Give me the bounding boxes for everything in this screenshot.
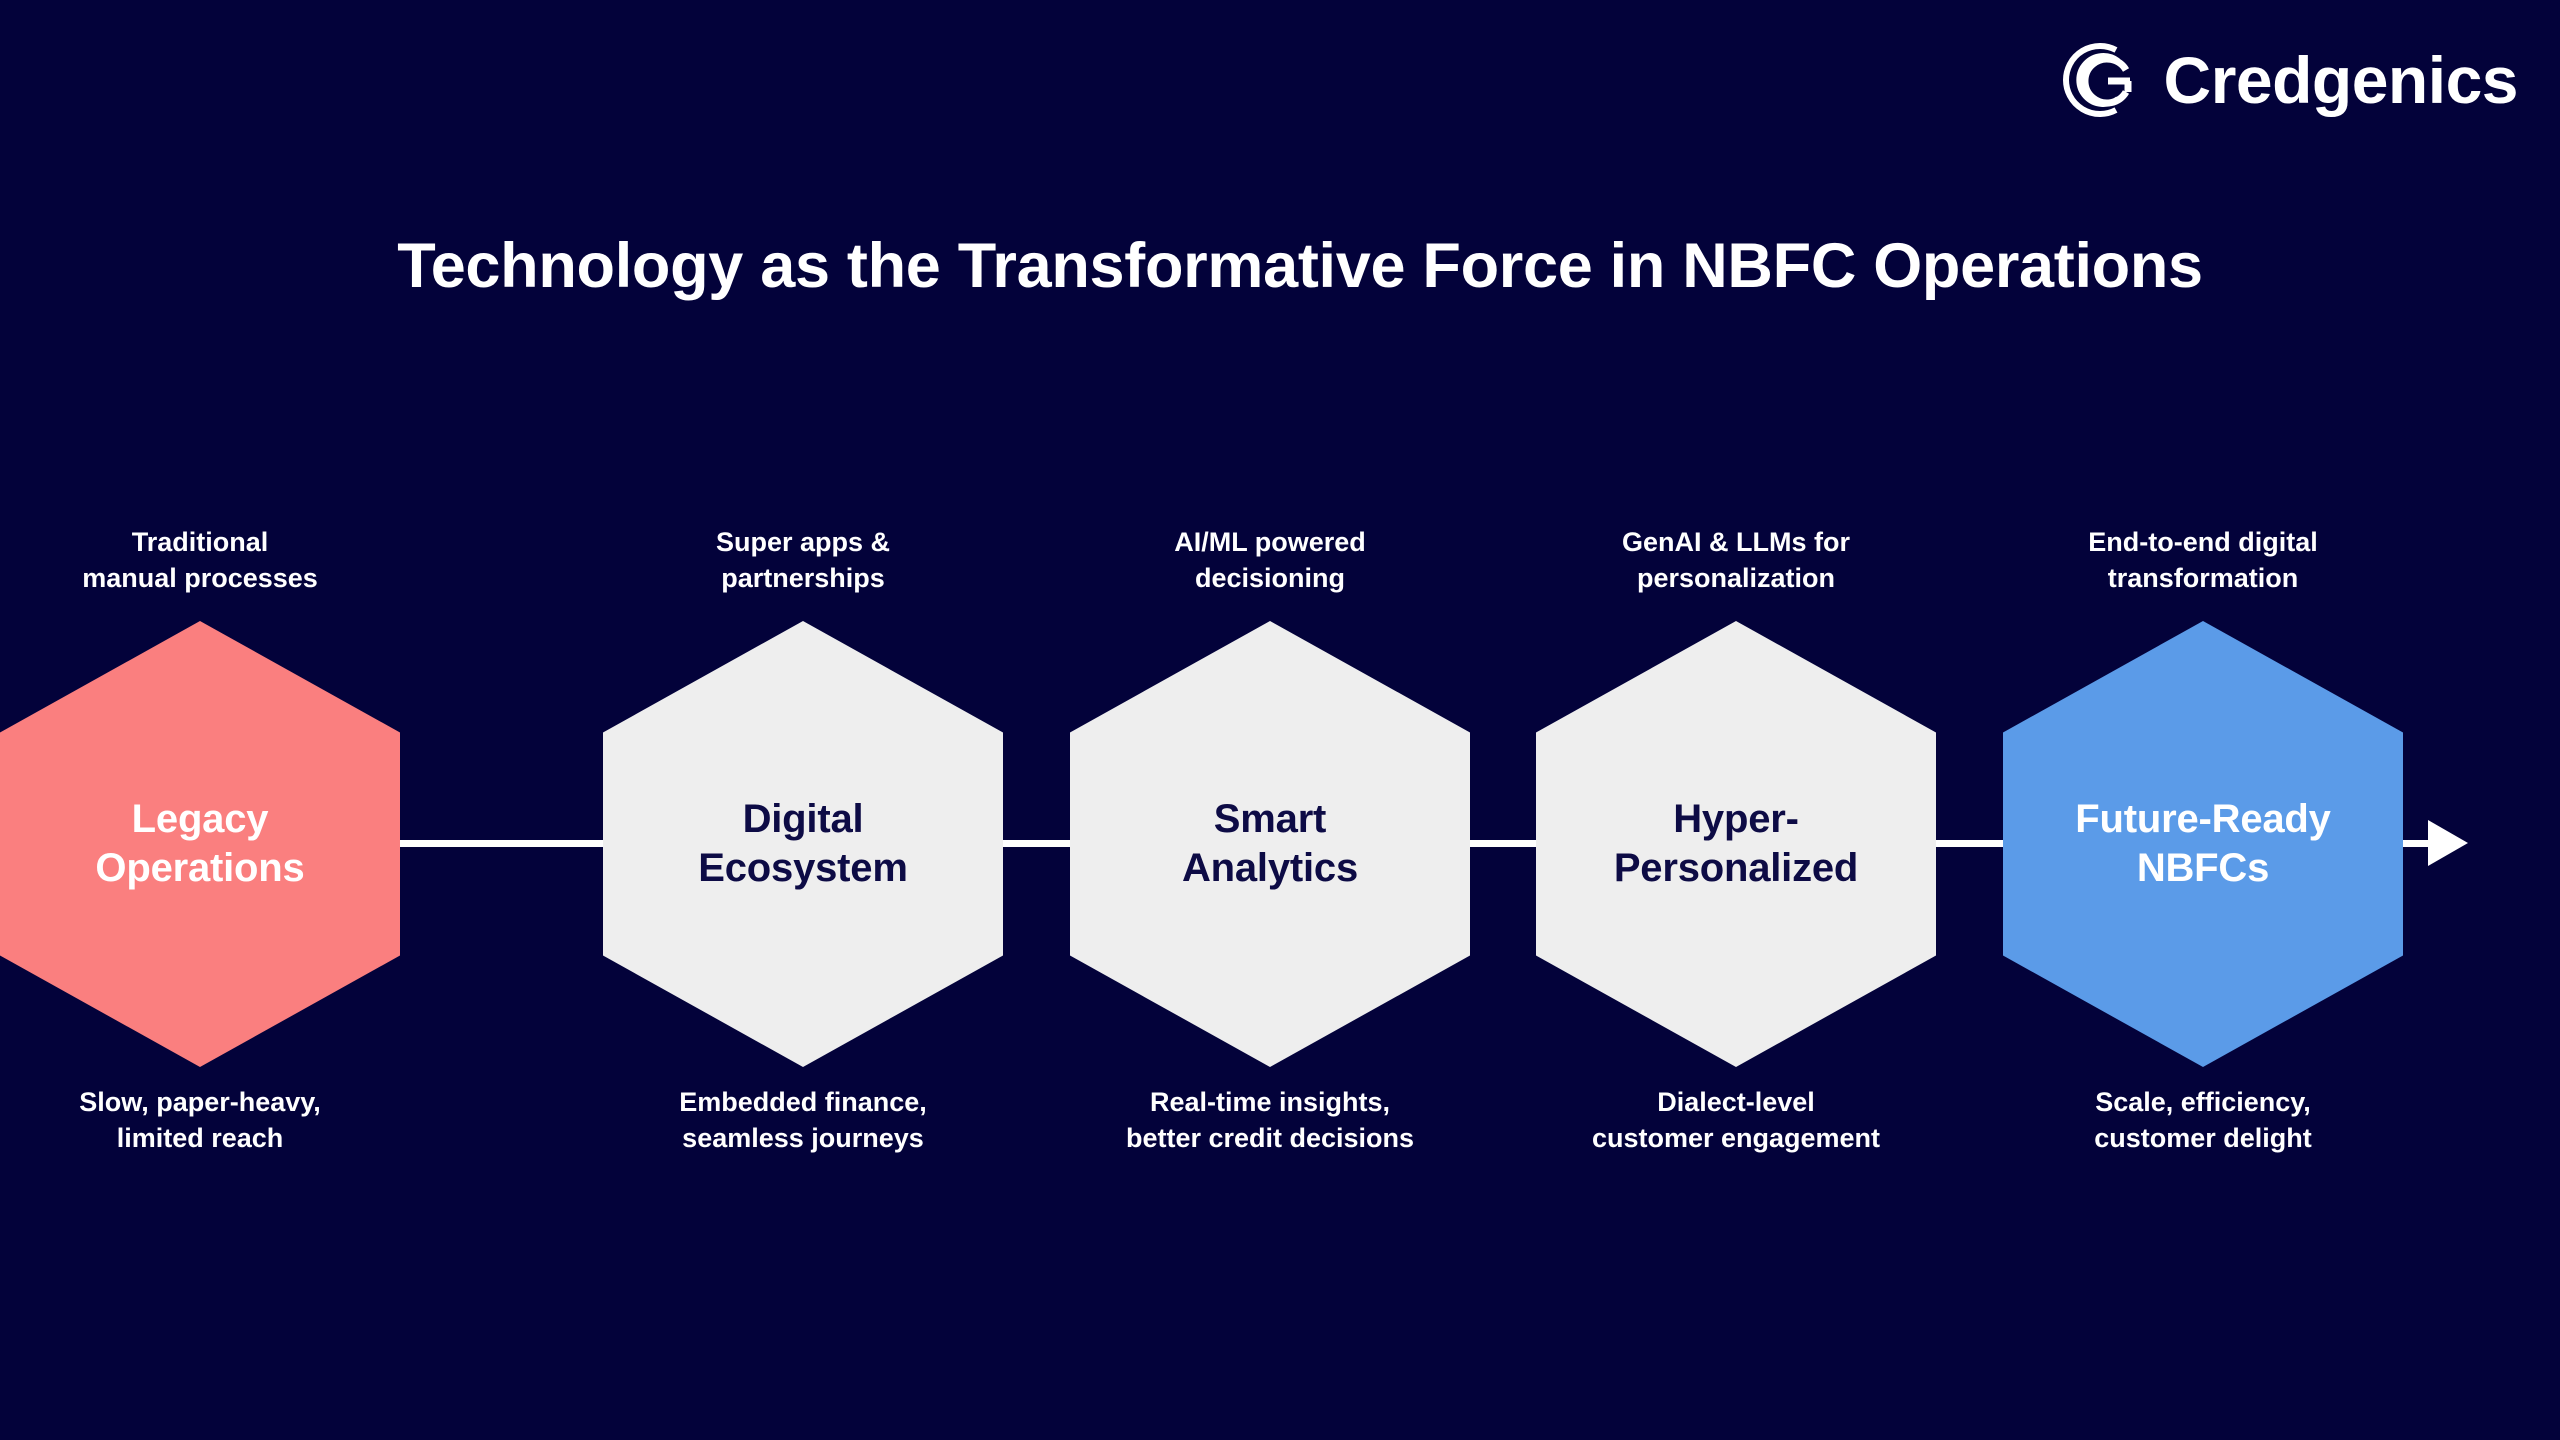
stage-2-hexagon-label: Digital Ecosystem bbox=[698, 797, 908, 890]
flow-stage-1[interactable]: Traditional manual processes Legacy Oper… bbox=[0, 0, 410, 1440]
right-arrow-icon bbox=[2428, 820, 2468, 866]
stage-3-bottom-label: Real-time insights, better credit decisi… bbox=[1125, 1087, 1415, 1153]
stage-2-bottom-label: Embedded finance, seamless journeys bbox=[679, 1087, 927, 1153]
stage-1-hexagon-label: Legacy Operations bbox=[95, 797, 305, 890]
brand-logo: Credgenics bbox=[2038, 28, 2519, 132]
page-title: Technology as the Transformative Force i… bbox=[397, 231, 2203, 301]
stage-5-hexagon[interactable]: Future-Ready NBFCs bbox=[2003, 621, 2403, 1067]
flow-stage-5[interactable]: End-to-end digital transformation Future… bbox=[1993, 0, 2413, 1440]
stage-4-hexagon[interactable]: Hyper- Personalized bbox=[1536, 621, 1936, 1067]
stage-4-top-label: GenAI & LLMs for personalization bbox=[1622, 527, 1850, 593]
stage-4-hexagon-label: Hyper- Personalized bbox=[1613, 797, 1859, 890]
stage-2-top-label: Super apps & partnerships bbox=[715, 527, 891, 593]
stage-1-hexagon[interactable]: Legacy Operations bbox=[0, 621, 400, 1067]
stage-5-bottom-label: Scale, efficiency, customer delight bbox=[2094, 1087, 2312, 1153]
stage-1-top-label: Traditional manual processes bbox=[82, 527, 318, 593]
stage-3-hexagon[interactable]: Smart Analytics bbox=[1070, 621, 1470, 1067]
stage-2-hexagon[interactable]: Digital Ecosystem bbox=[603, 621, 1003, 1067]
flow-stage-4[interactable]: GenAI & LLMs for personalization Hyper- … bbox=[1526, 0, 1946, 1440]
stage-1-bottom-label: Slow, paper-heavy, limited reach bbox=[79, 1087, 321, 1153]
flow-stage-3[interactable]: AI/ML powered decisioning Smart Analytic… bbox=[1060, 0, 1480, 1440]
stage-3-hexagon-label: Smart Analytics bbox=[1181, 797, 1359, 890]
stage-5-top-label: End-to-end digital transformation bbox=[2088, 527, 2318, 593]
stage-3-top-label: AI/ML powered decisioning bbox=[1174, 527, 1366, 593]
stage-4-bottom-label: Dialect-level customer engagement bbox=[1591, 1087, 1881, 1153]
stage-5-hexagon-label: Future-Ready NBFCs bbox=[2075, 797, 2331, 890]
brand-wordmark: Credgenics bbox=[2163, 43, 2519, 117]
credgenics-nested-g-logo-icon bbox=[2062, 43, 2132, 117]
flow-stage-2[interactable]: Super apps & partnerships Digital Ecosys… bbox=[593, 0, 1013, 1440]
